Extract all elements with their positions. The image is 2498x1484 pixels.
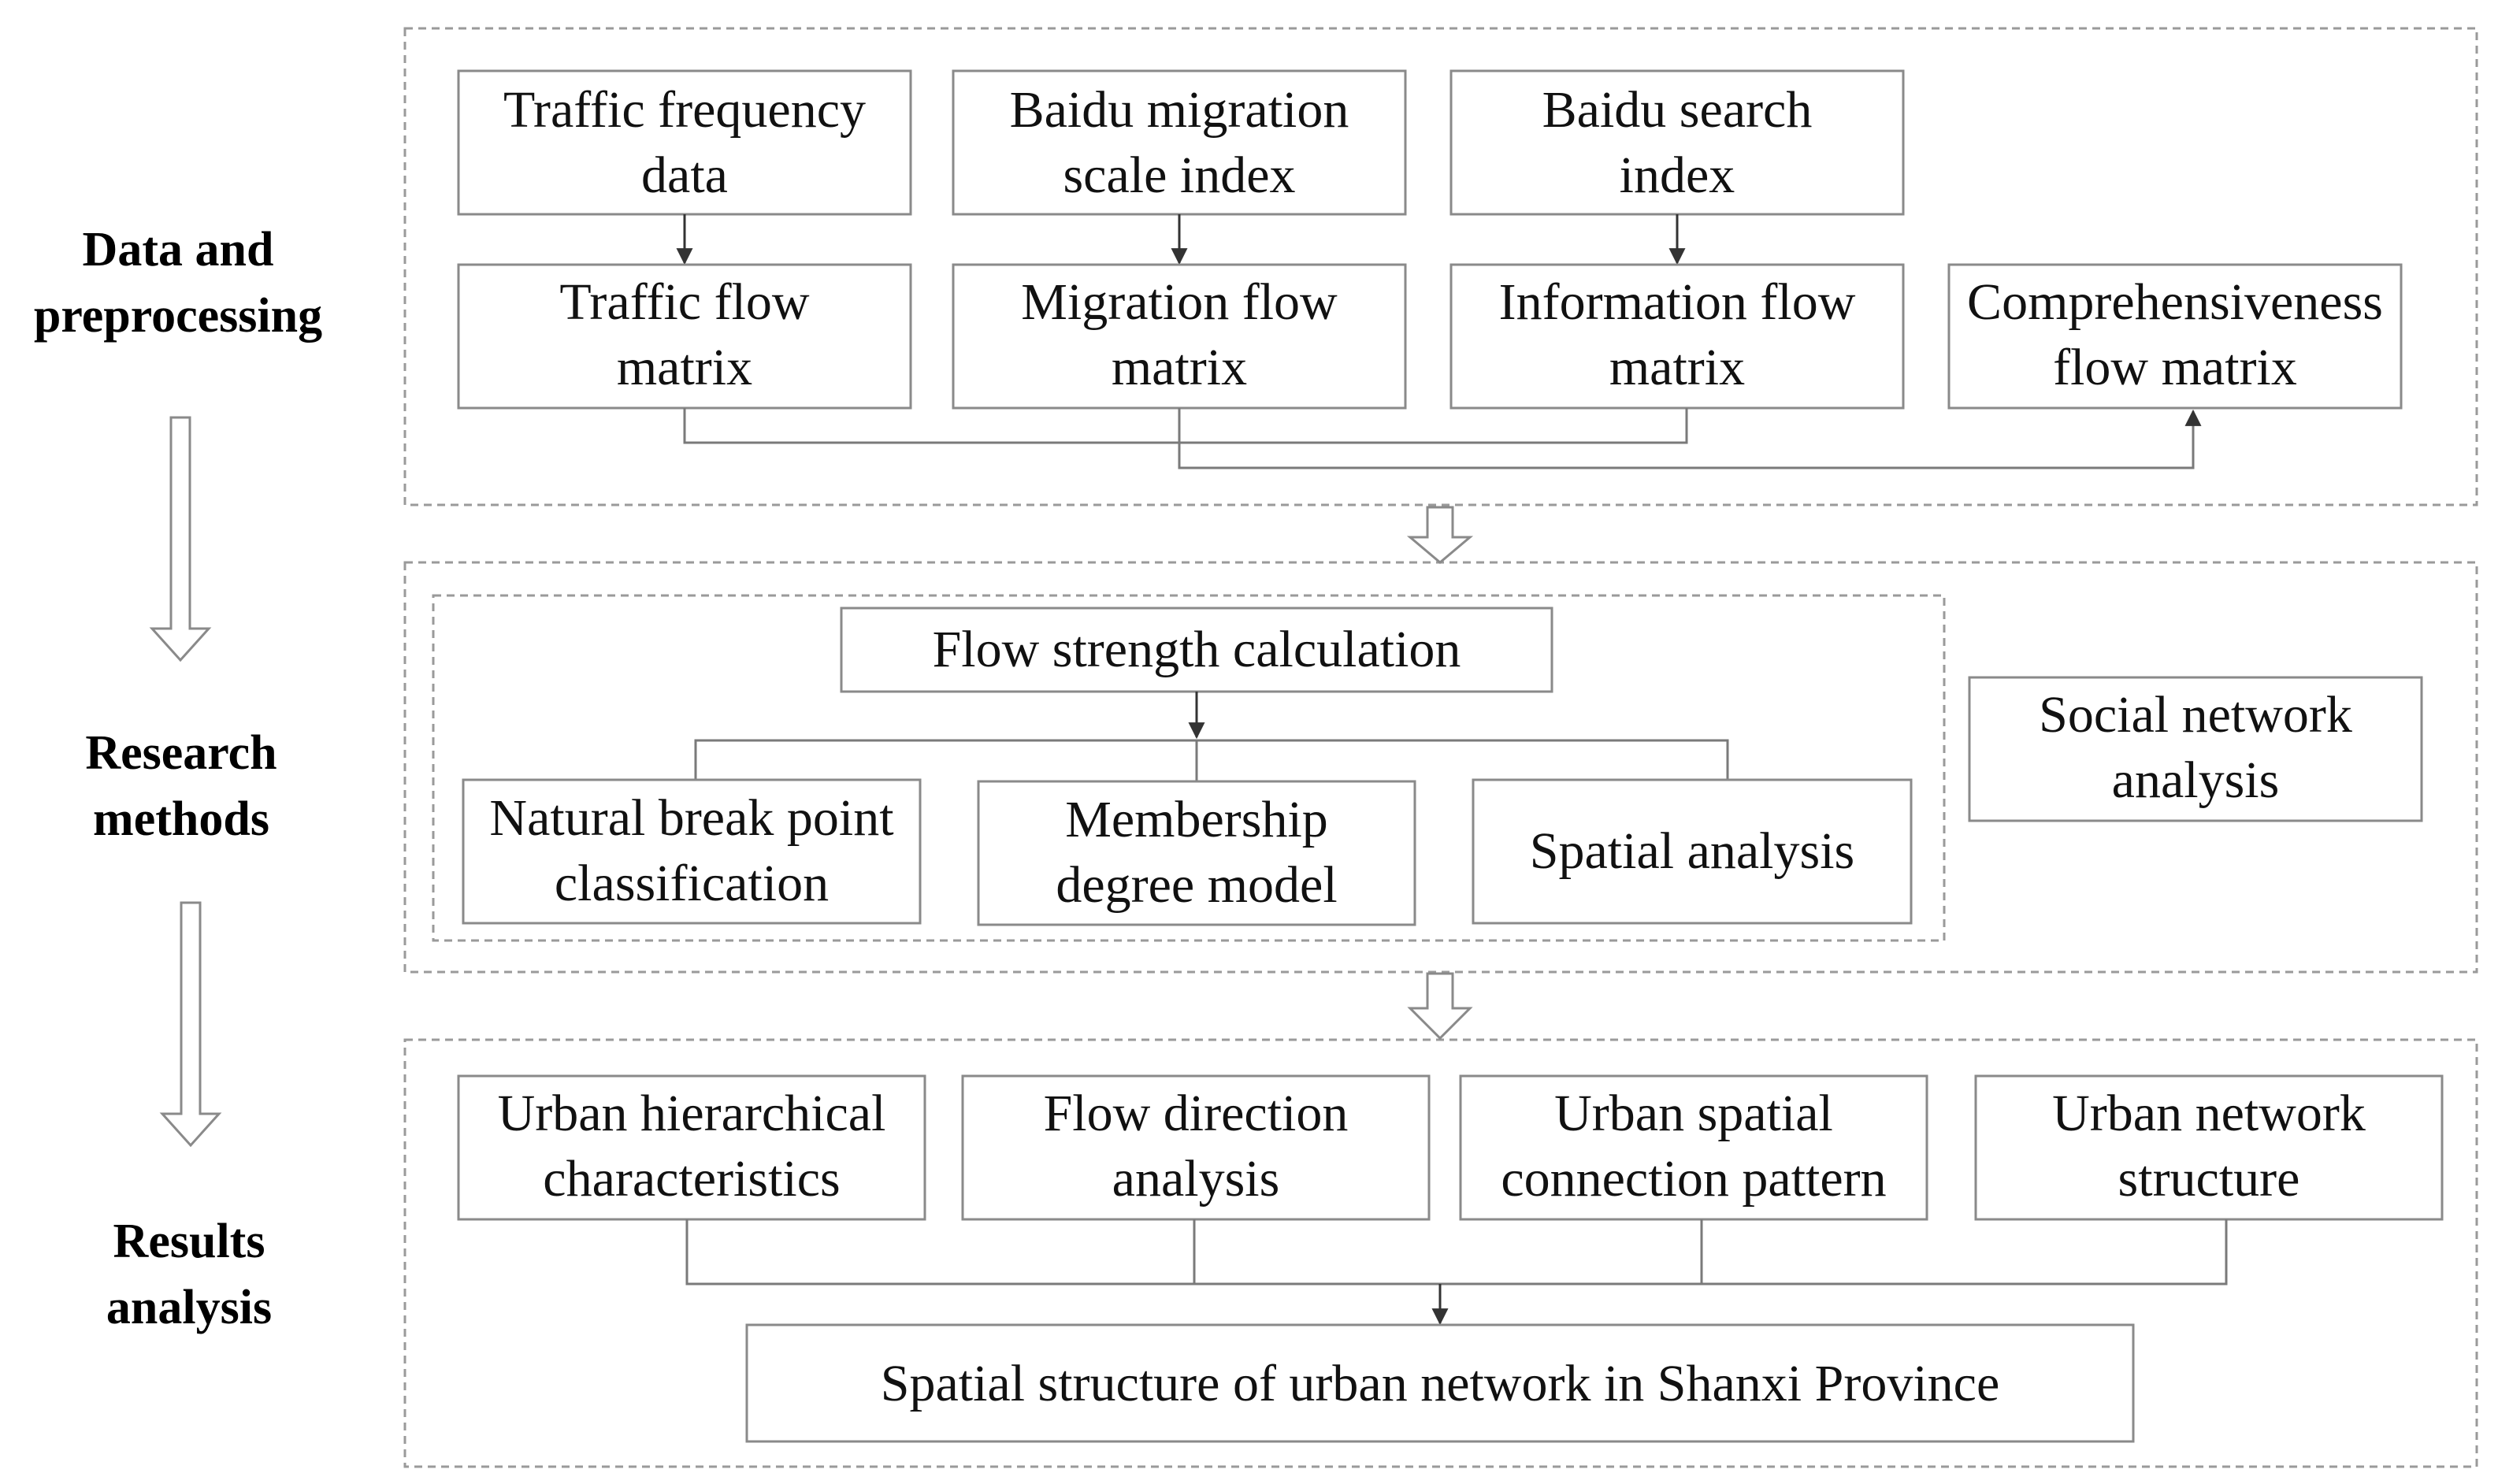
- urban-hierarchical-line-1: Urban hierarchical: [498, 1085, 886, 1142]
- traffic-frequency-line-2: data: [641, 147, 728, 204]
- results-panel: [403, 1038, 2478, 1468]
- information-flow-line-1: Information flow: [1499, 273, 1856, 331]
- natural-break-line-1: Natural break point: [489, 789, 893, 847]
- box-information-flow: Information flow matrix: [1449, 263, 1905, 410]
- box-natural-break: Natural break point classification: [462, 778, 922, 925]
- information-flow-line-2: matrix: [1609, 339, 1745, 396]
- stage-methods-line-2: methods: [93, 792, 269, 846]
- urban-hierarchical-line-2: characteristics: [543, 1150, 840, 1208]
- comprehensiveness-flow-line-1: Comprehensiveness: [1967, 273, 2383, 331]
- flow-direction-line-2: analysis: [1112, 1150, 1280, 1208]
- urban-spatial-connection-line-2: connection pattern: [1501, 1150, 1886, 1208]
- stage-results-line-2: analysis: [106, 1281, 272, 1334]
- stage-label-results: Results analysis: [106, 1215, 272, 1334]
- flow-strength-label: Flow strength calculation: [933, 621, 1461, 678]
- box-flow-direction: Flow direction analysis: [961, 1074, 1431, 1221]
- baidu-migration-line-2: scale index: [1063, 147, 1295, 204]
- box-membership-degree: Membership degree model: [977, 780, 1416, 926]
- membership-degree-line-2: degree model: [1056, 856, 1337, 914]
- stage-data-line-1: Data and: [83, 223, 274, 276]
- methods-inner-panel: [432, 594, 1946, 942]
- stage-results-line-1: Results: [113, 1215, 265, 1268]
- preprocessing-panel: [403, 27, 2478, 506]
- box-spatial-structure: Spatial structure of urban network in Sh…: [745, 1323, 2135, 1443]
- stage-label-data: Data and preprocessing: [34, 223, 322, 343]
- migration-flow-line-2: matrix: [1112, 339, 1247, 396]
- urban-spatial-connection-line-1: Urban spatial: [1554, 1085, 1833, 1142]
- box-social-network: Social network analysis: [1968, 676, 2423, 822]
- stage-arrow-1: [149, 416, 212, 662]
- panel-arrow-2: [1407, 972, 1473, 1041]
- stage-arrow-2: [159, 901, 222, 1148]
- stage-label-methods: Research methods: [85, 726, 277, 846]
- traffic-frequency-line-1: Traffic frequency: [503, 81, 866, 139]
- connector-methods-branch: [694, 739, 1729, 780]
- spatial-analysis-label: Spatial analysis: [1530, 822, 1854, 880]
- box-spatial-analysis: Spatial analysis: [1472, 778, 1913, 925]
- box-migration-flow: Migration flow matrix: [952, 263, 1407, 410]
- baidu-search-line-2: index: [1620, 147, 1735, 204]
- spatial-structure-label: Spatial structure of urban network in Sh…: [881, 1355, 2000, 1412]
- box-comprehensiveness-flow: Comprehensiveness flow matrix: [1947, 263, 2403, 410]
- natural-break-line-2: classification: [555, 855, 829, 912]
- box-baidu-migration: Baidu migration scale index: [952, 69, 1407, 216]
- stage-methods-line-1: Research: [85, 726, 277, 780]
- box-flow-strength: Flow strength calculation: [840, 607, 1553, 693]
- connector-migration-to-comprehensive: [1178, 408, 2202, 469]
- migration-flow-line-1: Migration flow: [1021, 273, 1338, 331]
- stage-data-line-2: preprocessing: [34, 289, 322, 343]
- box-traffic-flow: Traffic flow matrix: [457, 263, 912, 410]
- baidu-search-line-1: Baidu search: [1542, 81, 1813, 139]
- traffic-flow-line-2: matrix: [617, 339, 752, 396]
- flow-direction-line-1: Flow direction: [1044, 1085, 1349, 1142]
- urban-network-structure-line-1: Urban network: [2052, 1085, 2366, 1142]
- box-urban-spatial-connection: Urban spatial connection pattern: [1459, 1074, 1928, 1221]
- traffic-flow-line-1: Traffic flow: [559, 273, 809, 331]
- connector-results-bus: [685, 1219, 2228, 1286]
- panel-arrow-1: [1406, 506, 1474, 564]
- membership-degree-line-1: Membership: [1065, 791, 1328, 848]
- connector-traffic-info: [683, 408, 1688, 444]
- box-urban-network-structure: Urban network structure: [1974, 1074, 2444, 1221]
- social-network-line-1: Social network: [2039, 686, 2352, 744]
- box-baidu-search: Baidu search index: [1449, 69, 1905, 216]
- box-traffic-frequency: Traffic frequency data: [457, 69, 912, 216]
- urban-network-structure-line-2: structure: [2118, 1150, 2300, 1208]
- comprehensiveness-flow-line-2: flow matrix: [2053, 339, 2297, 396]
- baidu-migration-line-1: Baidu migration: [1010, 81, 1349, 139]
- social-network-line-2: analysis: [2112, 751, 2280, 809]
- box-urban-hierarchical: Urban hierarchical characteristics: [457, 1074, 926, 1221]
